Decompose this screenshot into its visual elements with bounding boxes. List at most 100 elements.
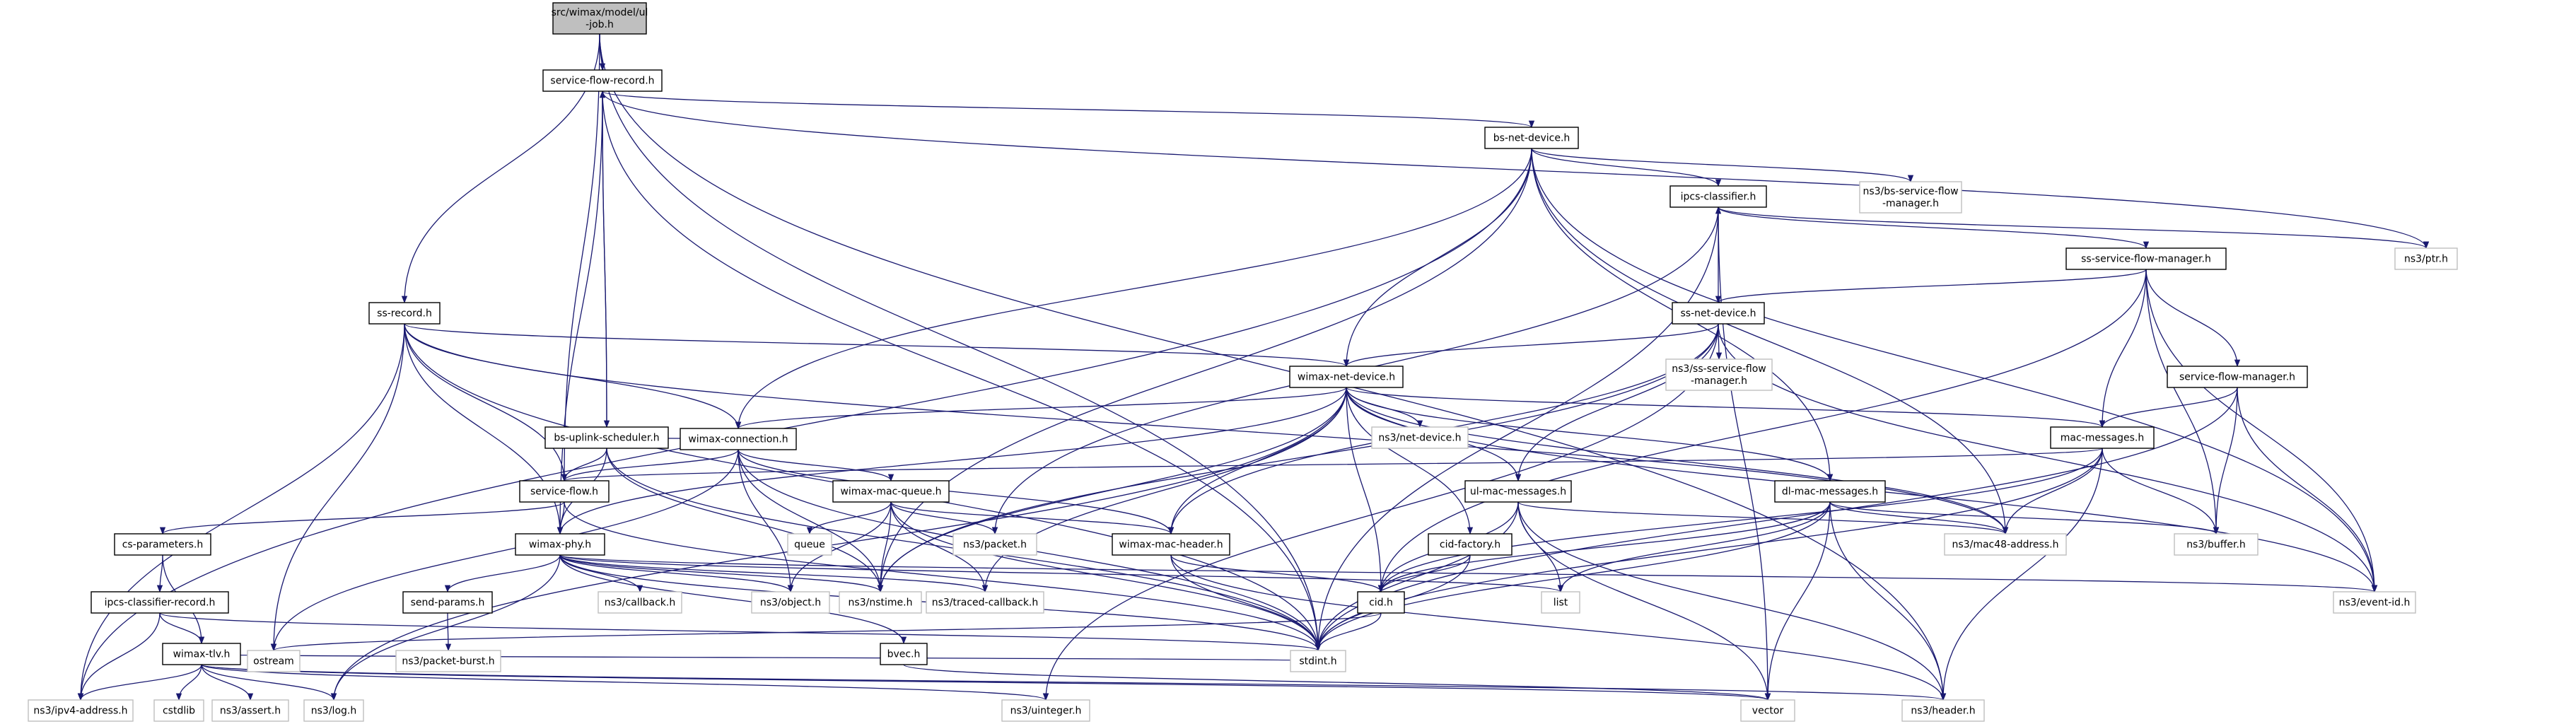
edge-wtlv-to-log bbox=[201, 664, 337, 701]
node-label: ns3/callback.h bbox=[605, 597, 675, 609]
node-label: stdint.h bbox=[1299, 656, 1336, 667]
node-label: cid-factory.h bbox=[1440, 539, 1500, 551]
edge-wmh-to-stdint bbox=[1170, 554, 1322, 652]
node-sendp[interactable]: send-params.h bbox=[402, 591, 493, 614]
node-box bbox=[680, 428, 797, 450]
node-ssr[interactable]: ss-record.h bbox=[368, 302, 441, 325]
edge-wc-to-ostream bbox=[270, 449, 739, 652]
node-box bbox=[1484, 127, 1579, 149]
edge-wc-to-sf bbox=[561, 449, 739, 482]
edge-bsnd-to-wc bbox=[735, 148, 1532, 430]
edge-mac-to-header bbox=[1940, 448, 2103, 701]
edge-ssr-to-mac48 bbox=[404, 323, 2009, 535]
node-root[interactable]: src/wimax/model/ul-job.h bbox=[552, 2, 648, 35]
node-label: ipcs-classifier-record.h bbox=[105, 597, 216, 609]
edge-wnd-to-cidf bbox=[1346, 387, 1474, 535]
node-box bbox=[247, 650, 301, 672]
node-label: ns3/traced-callback.h bbox=[932, 597, 1039, 609]
nodes-layer: src/wimax/model/ul-job.h service-flow-rec… bbox=[28, 2, 2458, 722]
edge-bsnd-to-bssfm bbox=[1531, 148, 1913, 183]
node-label: wimax-mac-queue.h bbox=[840, 486, 941, 498]
node-ipcs[interactable]: ipcs-classifier.h bbox=[1669, 185, 1767, 208]
node-box bbox=[839, 591, 922, 614]
node-ssnd[interactable]: ss-net-device.h bbox=[1672, 302, 1765, 325]
edge-mac-to-sf bbox=[561, 448, 2103, 482]
edge-cid-to-stdint bbox=[1315, 612, 1382, 652]
edge-root-to-sf bbox=[561, 33, 600, 482]
edge-bsus-to-nstime bbox=[606, 448, 884, 593]
edge-wnd-to-mac bbox=[1346, 387, 2105, 428]
node-wmq[interactable]: wimax-mac-queue.h bbox=[832, 480, 950, 503]
edge-dlmac-to-vector bbox=[1764, 501, 1831, 701]
node-bsus[interactable]: bs-uplink-scheduler.h bbox=[544, 426, 669, 449]
node-vector: vector bbox=[1740, 699, 1795, 722]
node-icr[interactable]: ipcs-classifier-record.h bbox=[91, 591, 229, 614]
node-label: ns3/event-id.h bbox=[2339, 597, 2411, 609]
node-label: -manager.h bbox=[1691, 375, 1747, 387]
edge-dlmac-to-list bbox=[1557, 501, 1831, 593]
node-wmh[interactable]: wimax-mac-header.h bbox=[1112, 533, 1230, 556]
edge-ulmac-to-mac48 bbox=[1517, 501, 2008, 535]
node-mac[interactable]: mac-messages.h bbox=[2050, 426, 2155, 449]
node-box bbox=[1665, 358, 1773, 391]
edge-root-to-header bbox=[599, 33, 1947, 701]
node-label: ns3/nstime.h bbox=[849, 597, 913, 609]
node-box bbox=[1428, 533, 1513, 556]
node-box bbox=[515, 533, 605, 556]
node-box bbox=[153, 699, 204, 722]
node-label: ns3/log.h bbox=[311, 706, 356, 717]
edge-dlmac-to-buffer bbox=[1829, 501, 2219, 535]
node-sfr[interactable]: service-flow-record.h bbox=[542, 69, 663, 92]
edge-ipcs-to-sssfm bbox=[1718, 206, 2149, 250]
node-box bbox=[162, 643, 241, 665]
node-cid[interactable]: cid.h bbox=[1357, 591, 1405, 614]
node-ulmac[interactable]: ul-mac-messages.h bbox=[1464, 480, 1572, 503]
node-box bbox=[1901, 699, 1985, 722]
node-csp[interactable]: cs-parameters.h bbox=[114, 533, 211, 556]
node-box bbox=[1672, 302, 1765, 325]
edge-wmq-to-traced bbox=[890, 501, 989, 593]
node-label: ns3/net-device.h bbox=[1378, 433, 1461, 444]
node-cidf[interactable]: cid-factory.h bbox=[1428, 533, 1513, 556]
node-box bbox=[91, 591, 229, 614]
node-label: queue bbox=[794, 539, 825, 551]
node-box bbox=[28, 699, 134, 722]
edge-cid-to-ostream bbox=[271, 612, 1382, 652]
node-wc[interactable]: wimax-connection.h bbox=[680, 428, 797, 450]
node-wphy[interactable]: wimax-phy.h bbox=[515, 533, 605, 556]
node-box bbox=[1541, 591, 1580, 614]
node-sssfm[interactable]: ss-service-flow-manager.h bbox=[2065, 247, 2227, 270]
edge-ssr-to-ipv4 bbox=[77, 323, 405, 701]
edge-wmh-to-header bbox=[1170, 554, 1947, 701]
node-sf[interactable]: service-flow.h bbox=[519, 480, 610, 503]
node-box bbox=[1290, 650, 1346, 672]
node-box bbox=[1464, 480, 1572, 503]
node-callback: ns3/callback.h bbox=[598, 591, 682, 614]
node-box bbox=[787, 533, 832, 556]
edge-ipcs-to-vector bbox=[1718, 206, 1771, 701]
node-dlmac[interactable]: dl-mac-messages.h bbox=[1774, 480, 1886, 503]
node-bssfm: ns3/bs-service-flow-manager.h bbox=[1859, 181, 1962, 214]
edge-sfr-to-bsnd bbox=[602, 90, 1534, 129]
node-log: ns3/log.h bbox=[303, 699, 364, 722]
edge-wnd-to-cid bbox=[1346, 387, 1385, 593]
edge-sfm-to-buffer bbox=[2213, 387, 2238, 535]
edge-sfr-to-ptr bbox=[602, 90, 2429, 250]
node-label: ns3/header.h bbox=[1911, 706, 1975, 717]
edge-bsnd-to-eventid bbox=[1531, 148, 2378, 593]
node-label: ns3/buffer.h bbox=[2186, 539, 2246, 551]
node-list: list bbox=[1541, 591, 1580, 614]
edge-ssr-to-sf bbox=[404, 323, 568, 482]
node-bvec[interactable]: bvec.h bbox=[880, 643, 928, 665]
node-wtlv[interactable]: wimax-tlv.h bbox=[162, 643, 241, 665]
node-bsnd[interactable]: bs-net-device.h bbox=[1484, 127, 1579, 149]
node-label: ns3/ptr.h bbox=[2404, 254, 2448, 265]
node-wnd[interactable]: wimax-net-device.h bbox=[1289, 366, 1404, 388]
node-label: vector bbox=[1752, 706, 1784, 717]
node-sfm[interactable]: service-flow-manager.h bbox=[2167, 366, 2308, 388]
edge-mac-to-buffer bbox=[2102, 448, 2220, 535]
node-label: wimax-mac-header.h bbox=[1119, 539, 1223, 551]
node-label: ns3/ipv4-address.h bbox=[33, 706, 127, 717]
node-label: bs-net-device.h bbox=[1493, 133, 1570, 144]
